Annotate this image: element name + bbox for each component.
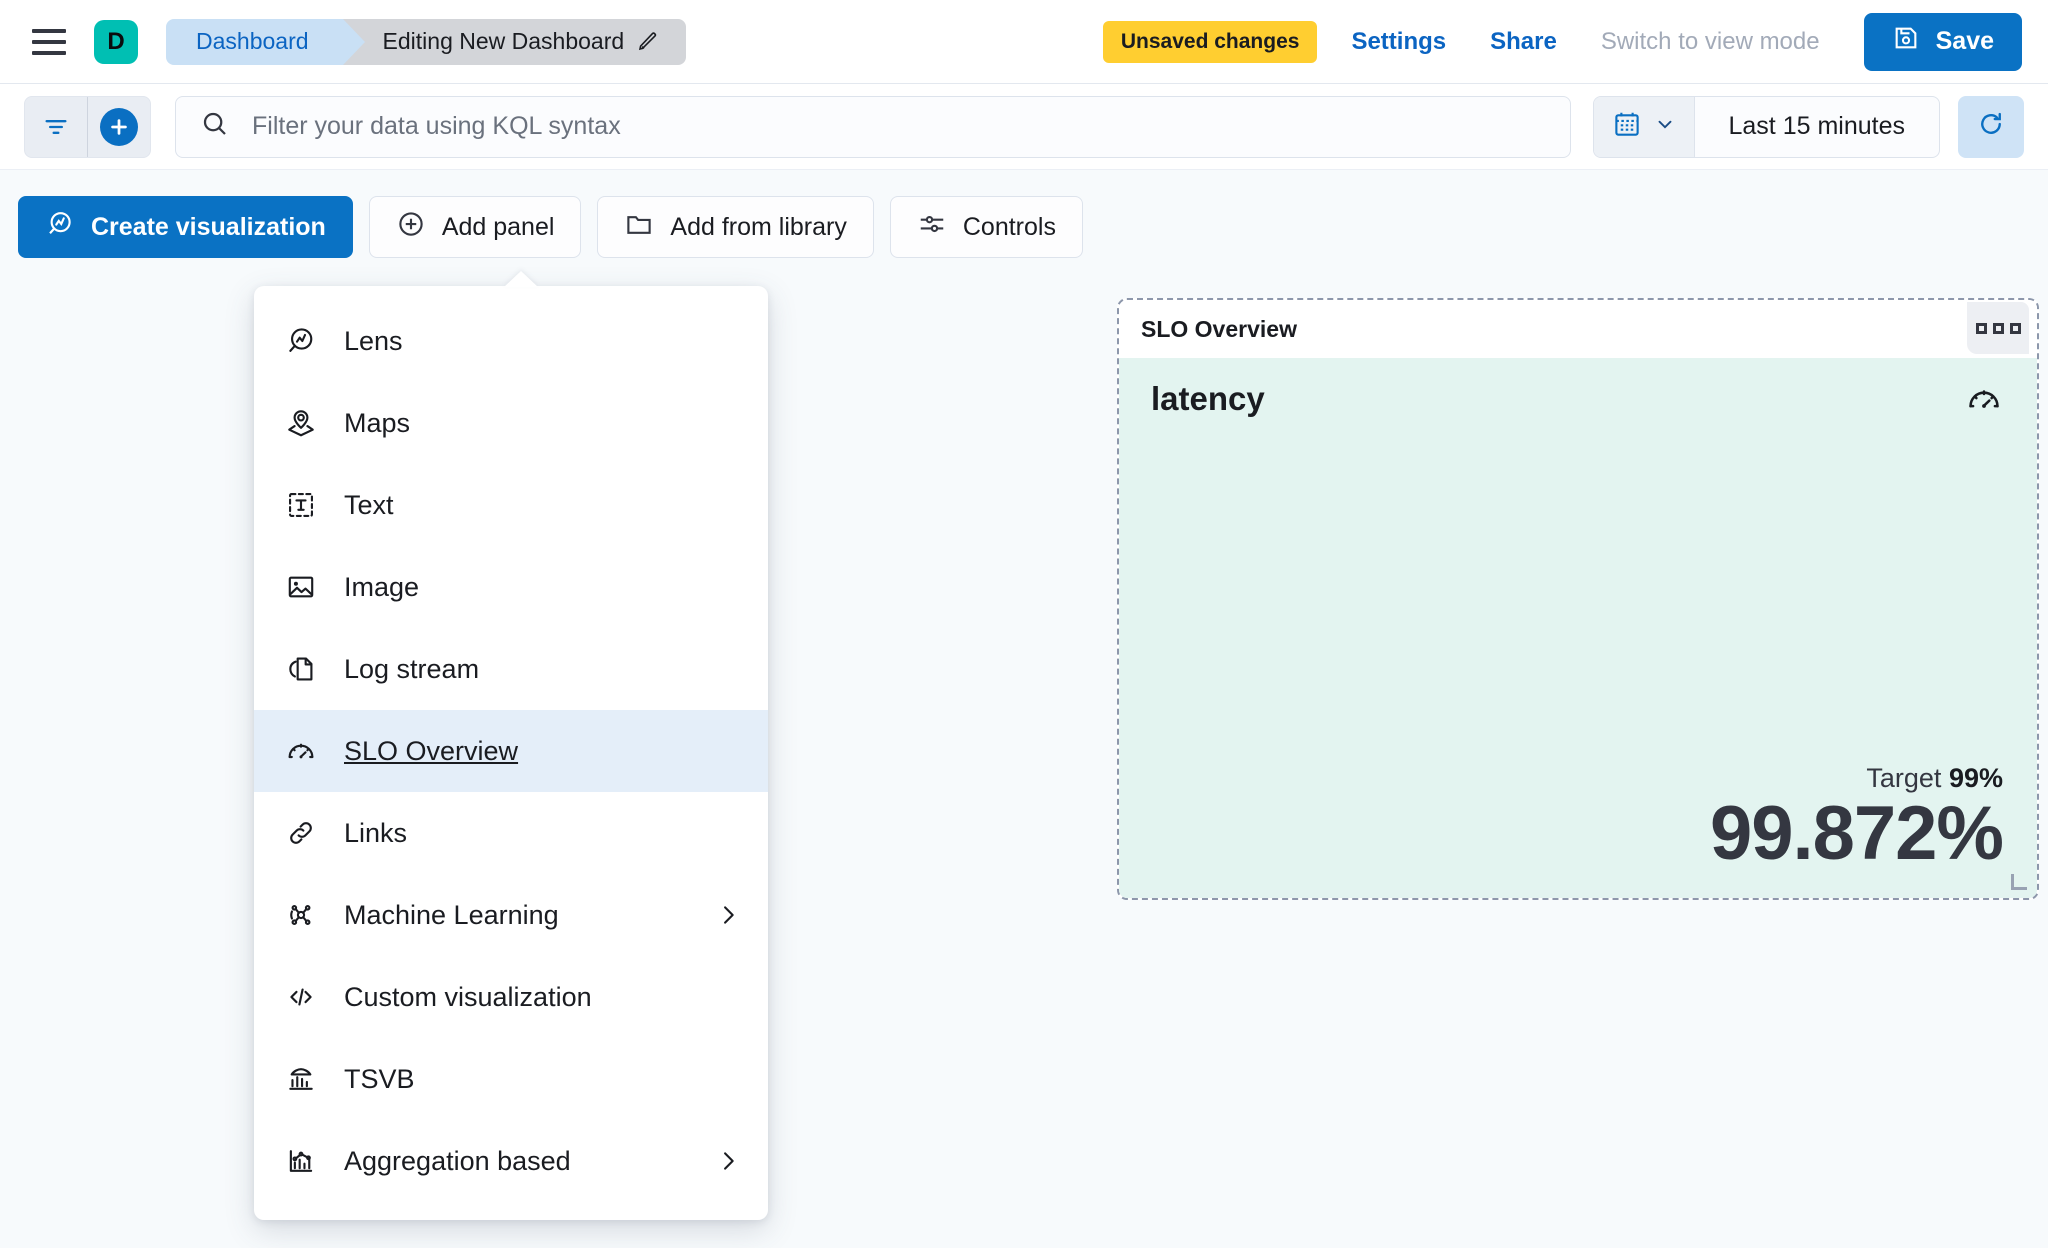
chevron-down-icon: [1654, 113, 1676, 140]
link-icon: [284, 817, 318, 849]
controls-label: Controls: [962, 212, 1056, 241]
menu-item-image[interactable]: Image: [254, 546, 768, 628]
add-from-library-button[interactable]: Add from library: [597, 196, 874, 258]
menu-item-label: Log stream: [344, 653, 480, 684]
share-link[interactable]: Share: [1490, 27, 1557, 55]
menu-item-links[interactable]: Links: [254, 792, 768, 874]
menu-item-label: Maps: [344, 407, 411, 438]
menu-item-label: Machine Learning: [344, 899, 559, 930]
pencil-icon[interactable]: [636, 30, 660, 54]
slo-target-value: 99%: [1948, 763, 2003, 793]
dashboard-toolbar: Create visualization Add panel Add from …: [18, 196, 1083, 258]
add-filter-button[interactable]: [88, 97, 150, 157]
panel-body: latency Target 99% 99.872%: [1119, 358, 2037, 898]
log-stream-icon: [284, 653, 318, 685]
lens-icon: [45, 209, 75, 246]
gauge-icon: [284, 735, 318, 767]
menu-item-label: SLO Overview: [344, 735, 519, 766]
date-picker[interactable]: Last 15 minutes: [1592, 95, 1940, 158]
slo-target: Target 99%: [1151, 763, 2003, 794]
hamburger-icon[interactable]: [26, 19, 72, 65]
menu-item-text[interactable]: Text: [254, 464, 768, 546]
slo-current-value: 99.872%: [1709, 791, 2004, 876]
search-box[interactable]: [175, 95, 1571, 158]
save-button-label: Save: [1935, 27, 1994, 55]
popover-arrow: [504, 271, 538, 287]
controls-button[interactable]: Controls: [889, 196, 1083, 258]
avatar[interactable]: D: [94, 19, 138, 64]
menu-item-label: Links: [344, 817, 408, 848]
menu-item-label: Lens: [344, 325, 403, 356]
create-visualization-label: Create visualization: [91, 212, 326, 241]
menu-item-label: Image: [344, 571, 420, 602]
search-icon: [200, 109, 230, 144]
refresh-icon: [1976, 109, 2006, 144]
calendar-icon: [1612, 109, 1642, 144]
slo-overview-panel[interactable]: SLO Overview latency: [1117, 298, 2039, 900]
filter-group: [24, 95, 151, 158]
app-header: D Dashboard Editing New Dashboard Unsave…: [0, 0, 2048, 84]
filter-icon[interactable]: [25, 97, 87, 157]
avatar-letter: D: [107, 27, 125, 55]
save-disk-icon: [1892, 24, 1920, 59]
lens-icon: [284, 325, 318, 357]
maps-pin-icon: [284, 407, 318, 439]
agg-chart-icon: [284, 1145, 318, 1177]
panel-context-menu-icon[interactable]: [1967, 302, 2029, 354]
menu-item-custom-visualization[interactable]: Custom visualization: [254, 956, 768, 1038]
settings-link[interactable]: Settings: [1351, 27, 1447, 55]
menu-item-label: Custom visualization: [344, 981, 592, 1012]
menu-item-machine-learning[interactable]: Machine Learning: [254, 874, 768, 956]
query-bar: Last 15 minutes: [0, 84, 2048, 170]
create-visualization-button[interactable]: Create visualization: [18, 196, 353, 258]
menu-item-lens[interactable]: Lens: [254, 300, 768, 382]
menu-item-slo-overview[interactable]: SLO Overview: [254, 710, 768, 792]
menu-item-maps[interactable]: Maps: [254, 382, 768, 464]
breadcrumb-current[interactable]: Editing New Dashboard: [342, 18, 687, 65]
plus-circle-outline-icon: [396, 209, 426, 246]
resize-handle-icon[interactable]: [2011, 874, 2027, 890]
breadcrumb-dashboard[interactable]: Dashboard: [166, 18, 365, 65]
panel-header: SLO Overview: [1119, 300, 2037, 358]
divider: [87, 96, 88, 157]
tsvb-chart-icon: [284, 1063, 318, 1095]
slo-target-prefix: Target: [1866, 763, 1942, 793]
menu-item-label: Text: [344, 489, 394, 520]
add-panel-label: Add panel: [441, 212, 555, 241]
image-icon: [284, 571, 318, 603]
breadcrumb: Dashboard Editing New Dashboard: [166, 18, 687, 65]
menu-item-label: Aggregation based: [344, 1145, 571, 1176]
status-badge-unsaved: Unsaved changes: [1102, 20, 1318, 63]
refresh-button[interactable]: [1958, 95, 2024, 158]
menu-item-aggregation-based[interactable]: Aggregation based: [254, 1120, 768, 1202]
header-actions: Unsaved changes Settings Share Switch to…: [1102, 12, 2048, 71]
sliders-icon: [917, 209, 947, 246]
ml-nodes-icon: [284, 899, 318, 931]
menu-item-log-stream[interactable]: Log stream: [254, 628, 768, 710]
time-range-value[interactable]: Last 15 minutes: [1728, 112, 1906, 140]
folder-icon: [624, 209, 654, 246]
chevron-right-icon: [714, 1147, 742, 1175]
slo-name: latency: [1151, 380, 1265, 417]
breadcrumb-current-label: Editing New Dashboard: [382, 28, 625, 54]
calendar-quick-select-button[interactable]: [1593, 96, 1695, 157]
menu-item-tsvb[interactable]: TSVB: [254, 1038, 768, 1120]
chevron-right-icon: [714, 901, 742, 929]
gauge-icon: [1965, 380, 2003, 423]
breadcrumb-dashboard-label: Dashboard: [196, 28, 309, 54]
save-button[interactable]: Save: [1863, 12, 2022, 71]
menu-item-label: TSVB: [344, 1063, 415, 1094]
search-input[interactable]: [252, 112, 1546, 141]
add-from-library-label: Add from library: [670, 212, 847, 241]
text-box-icon: [284, 489, 318, 521]
code-icon: [284, 981, 318, 1013]
panel-title: SLO Overview: [1141, 315, 1297, 342]
switch-to-view-mode-link[interactable]: Switch to view mode: [1600, 27, 1820, 55]
plus-circle-icon: [100, 107, 138, 146]
add-panel-button[interactable]: Add panel: [368, 196, 582, 258]
